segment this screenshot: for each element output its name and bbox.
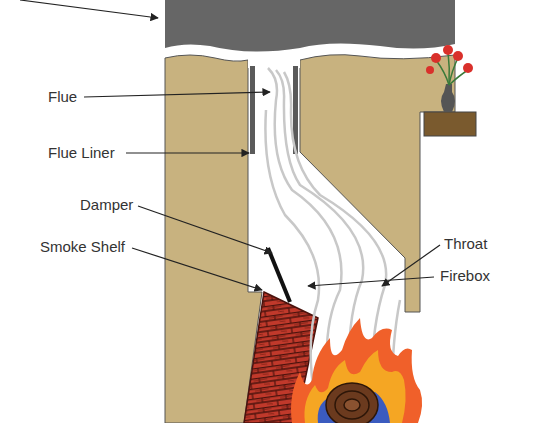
leader-flue-liner — [126, 152, 249, 153]
left-wall — [165, 55, 262, 423]
log-ring — [335, 391, 369, 419]
damper-plate — [268, 248, 290, 302]
log-core — [344, 399, 360, 411]
flue-liner-left — [250, 66, 255, 154]
leader-smoke-shelf — [132, 248, 262, 290]
leader-top — [20, 0, 158, 18]
part-label: Damper — [80, 196, 133, 214]
log — [326, 383, 378, 423]
part-label: Firebox — [440, 267, 490, 285]
part-label: Flue — [48, 88, 77, 106]
flower-heads — [426, 45, 473, 74]
part-label: Throat — [444, 235, 487, 253]
flue-opening — [248, 58, 300, 68]
chimney-top — [165, 0, 455, 52]
right-wall — [300, 55, 455, 312]
mantel-shelf — [424, 112, 476, 136]
flames-outer — [291, 318, 422, 423]
part-label: Smoke Shelf — [40, 238, 125, 256]
leader-damper — [138, 206, 272, 253]
vase — [441, 84, 455, 112]
part-label: Flue Liner — [48, 144, 115, 162]
leader-flue — [84, 92, 270, 97]
leader-firebox — [308, 277, 434, 286]
leader-lines — [20, 0, 440, 290]
